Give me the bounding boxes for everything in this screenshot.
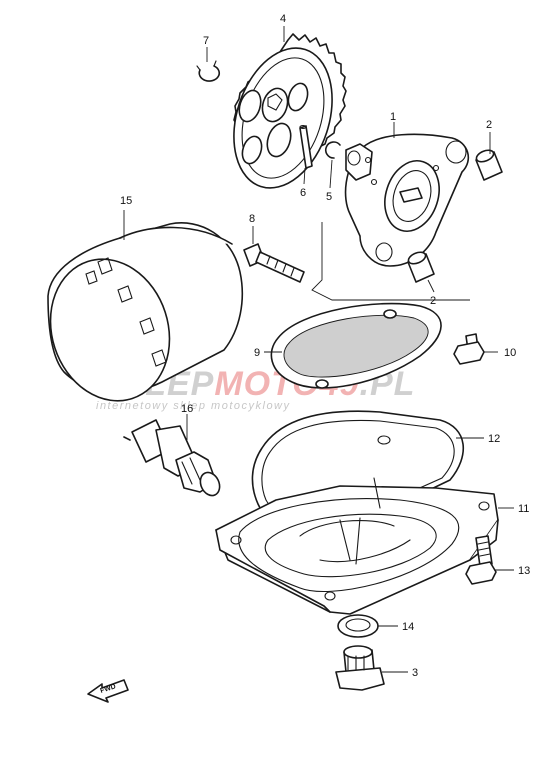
callout-12: 13 bbox=[518, 565, 530, 577]
callout-14: 14 bbox=[402, 621, 414, 633]
watermark-tagline: internetowy sklep motocyklowy bbox=[96, 400, 291, 412]
part-pin bbox=[299, 124, 313, 169]
callout-2-upper: 2 bbox=[486, 119, 492, 131]
part-small-circlip bbox=[325, 141, 341, 159]
fwd-label: FWD bbox=[99, 683, 116, 695]
part-bolt-short-12 bbox=[465, 535, 497, 585]
part-drain-plug bbox=[335, 645, 385, 691]
part-oil-pan bbox=[215, 435, 499, 615]
callout-5: 6 bbox=[300, 187, 306, 199]
part-oil-strainer bbox=[270, 302, 442, 389]
part-oil-pressure-switch bbox=[123, 419, 221, 497]
callout-15: 15 bbox=[120, 195, 132, 207]
callout-13: 3 bbox=[412, 667, 418, 679]
callout-6: 7 bbox=[203, 35, 209, 47]
callout-8: 9 bbox=[254, 347, 260, 359]
callout-10: 11 bbox=[518, 503, 529, 515]
part-circlip bbox=[196, 60, 221, 82]
leader-lines bbox=[123, 26, 514, 673]
callout-9: 10 bbox=[504, 347, 516, 359]
callout-labels: 4 7 1 2 6 5 15 8 2 9 10 16 12 11 13 14 3 bbox=[120, 13, 530, 679]
part-dowel-upper bbox=[475, 149, 503, 181]
callout-4: 5 bbox=[326, 191, 332, 203]
callout-2-lower: 2 bbox=[430, 295, 436, 307]
fwd-arrow-icon: FWD bbox=[87, 679, 129, 703]
callout-1: 1 bbox=[390, 111, 396, 123]
callout-11: 12 bbox=[488, 433, 500, 445]
part-oil-pump-body bbox=[344, 133, 470, 267]
callout-7: 8 bbox=[249, 213, 255, 225]
part-drain-washer bbox=[337, 614, 379, 638]
part-oil-pump-gear bbox=[233, 33, 347, 189]
part-oil-filter bbox=[47, 222, 244, 402]
part-bolt-short-9 bbox=[453, 333, 485, 365]
callout-3: 4 bbox=[280, 13, 286, 25]
part-dowel-lower bbox=[407, 251, 435, 283]
part-bolt-long bbox=[243, 243, 305, 283]
callout-16: 16 bbox=[181, 403, 193, 415]
